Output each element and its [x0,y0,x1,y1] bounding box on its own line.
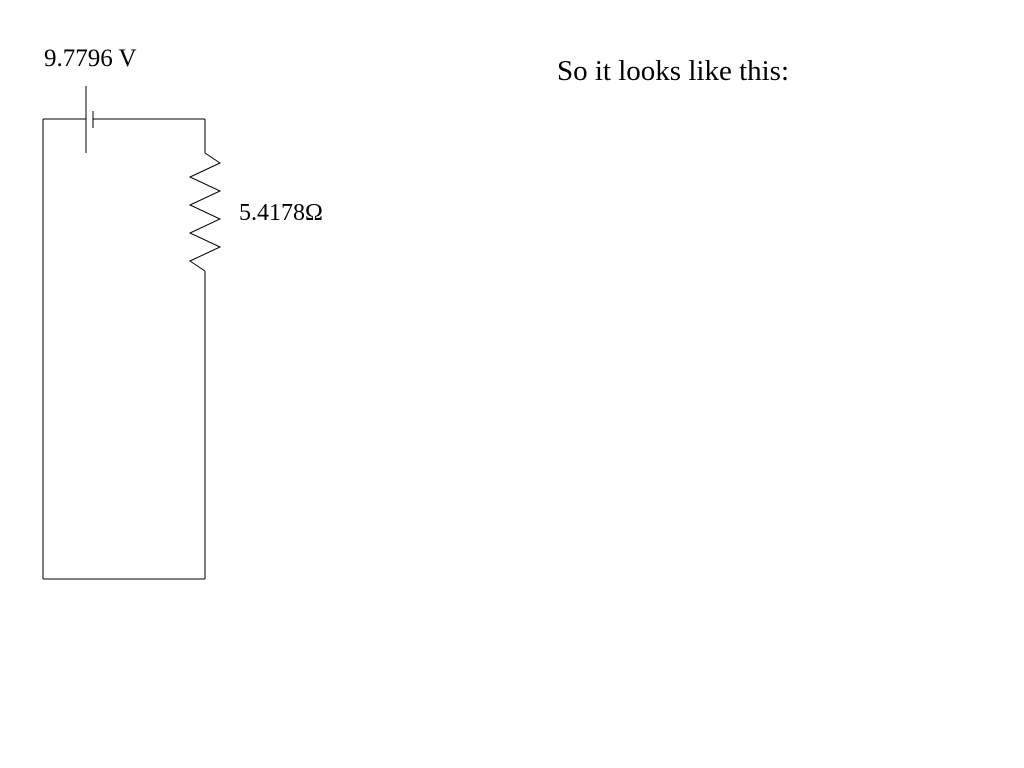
caption-text: So it looks like this: [557,55,790,87]
resistor-zigzag [188,152,222,272]
battery-voltage-label: 9.7796 V [44,45,137,72]
resistor-value-label: 5.4178Ω [239,200,323,226]
